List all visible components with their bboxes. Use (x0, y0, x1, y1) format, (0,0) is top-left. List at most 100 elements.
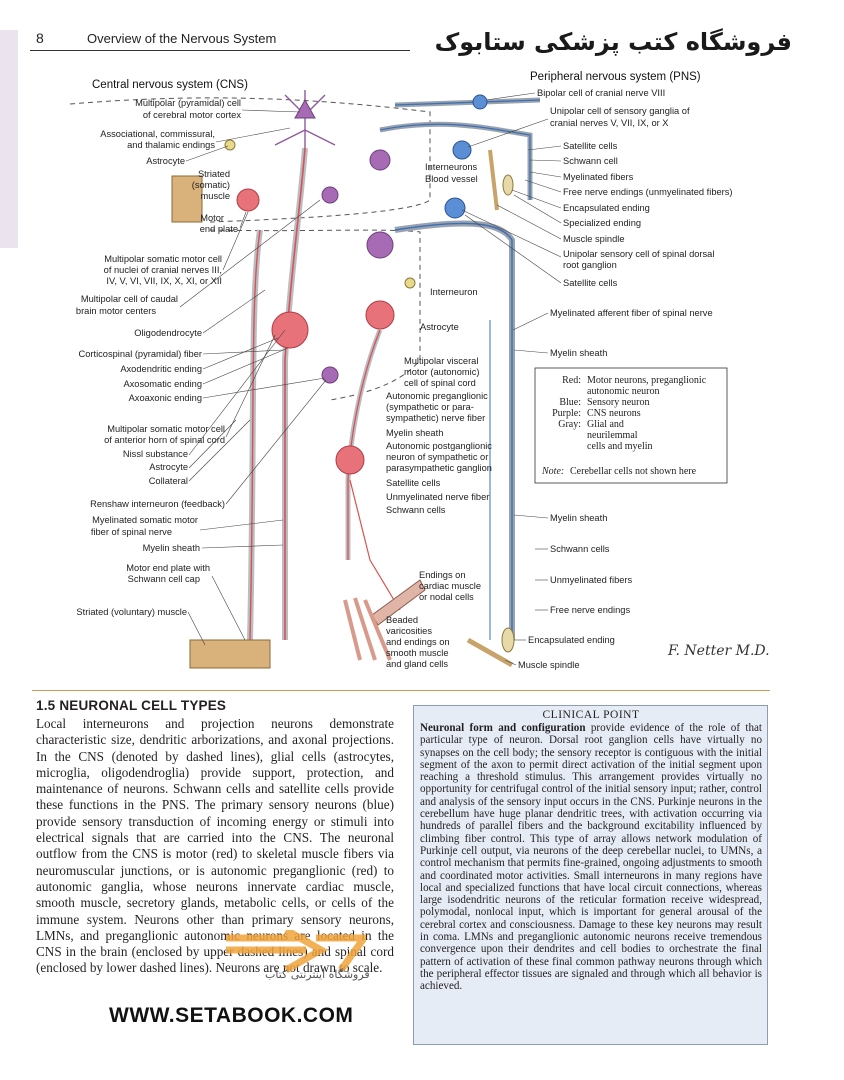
svg-text:Nissl substance: Nissl substance (123, 449, 188, 459)
left-labels: Multipolar (pyramidal) cell of cerebral … (76, 98, 241, 617)
svg-text:Astrocyte: Astrocyte (149, 462, 188, 472)
ganglion-cell (335, 445, 365, 475)
svg-text:Motor neurons, preganglionic: Motor neurons, preganglionic (587, 375, 707, 386)
left-leader-lines (179, 109, 327, 646)
svg-text:or nodal cells: or nodal cells (419, 592, 474, 602)
store-banner: فروشگاه کتب پزشکی ستابوک (434, 28, 792, 56)
chapter-side-tab (0, 30, 18, 248)
svg-text:root ganglion: root ganglion (563, 260, 617, 270)
brain-boundary (69, 97, 431, 223)
cns-title: Central nervous system (CNS) (92, 79, 248, 91)
running-header: Overview of the Nervous System (87, 31, 277, 46)
visceral-motor-cell (365, 300, 395, 330)
peripheral-spindle (488, 149, 499, 211)
svg-text:Multipolar somatic motor cell: Multipolar somatic motor cell (104, 254, 222, 264)
svg-text:Interneuron: Interneuron (430, 287, 478, 297)
svg-text:Encapsulated ending: Encapsulated ending (563, 203, 650, 213)
postganglionic-fiber (349, 479, 401, 611)
svg-text:Oligodendrocyte: Oligodendrocyte (134, 328, 202, 338)
right-leader-lines (461, 92, 562, 666)
svg-text:end plate: end plate (200, 224, 238, 234)
svg-text:Striated (voluntary) muscle: Striated (voluntary) muscle (76, 607, 187, 617)
interneuron-spinal (366, 231, 394, 259)
svg-text:Bipolar cell of cranial nerve: Bipolar cell of cranial nerve VIII (537, 88, 665, 98)
svg-text:Autonomic preganglionic: Autonomic preganglionic (386, 391, 488, 401)
svg-text:cranial nerves V, VII, IX, or: cranial nerves V, VII, IX, or X (550, 118, 669, 128)
svg-text:Collateral: Collateral (149, 476, 188, 486)
svg-text:Multipolar (pyramidal) cell: Multipolar (pyramidal) cell (135, 98, 241, 108)
svg-text:and gland cells: and gland cells (386, 659, 448, 669)
svg-text:cells and myelin: cells and myelin (587, 441, 653, 452)
svg-text:Myelinated somatic motor: Myelinated somatic motor (92, 515, 198, 525)
svg-text:of cerebral motor cortex: of cerebral motor cortex (143, 110, 242, 120)
svg-text:Myelin sheath: Myelin sheath (550, 513, 607, 523)
svg-text:Myelinated afferent fiber of s: Myelinated afferent fiber of spinal nerv… (550, 308, 713, 318)
muscle-spindle (466, 637, 514, 668)
clinical-point-title: CLINICAL POINT (542, 709, 640, 721)
svg-text:Astrocyte: Astrocyte (146, 156, 185, 166)
svg-text:Unmyelinated nerve fiber: Unmyelinated nerve fiber (386, 492, 489, 502)
svg-text:cell of spinal cord: cell of spinal cord (404, 378, 476, 388)
svg-text:Multipolar cell of caudal: Multipolar cell of caudal (81, 294, 178, 304)
svg-text:Autonomic postganglionic: Autonomic postganglionic (386, 441, 492, 451)
header-rule (30, 50, 410, 51)
svg-text:Myelin sheath: Myelin sheath (386, 428, 443, 438)
svg-text:Satellite cells: Satellite cells (386, 478, 441, 488)
svg-text:Multipolar somatic motor cell: Multipolar somatic motor cell (107, 424, 225, 434)
svg-text:(somatic): (somatic) (192, 180, 230, 190)
svg-text:Satellite cells: Satellite cells (563, 141, 618, 151)
svg-text:Schwann cells: Schwann cells (550, 544, 610, 554)
svg-text:Schwann cell cap: Schwann cell cap (128, 574, 200, 584)
mid-labels: Interneurons Blood vessel Interneuron As… (386, 162, 492, 669)
encapsulated-ending (501, 627, 515, 653)
svg-text:Blood vessel: Blood vessel (425, 174, 478, 184)
clinical-point-text: provide evidence of the role of that par… (420, 722, 762, 993)
svg-text:fiber of spinal nerve: fiber of spinal nerve (91, 527, 172, 537)
svg-text:Myelinated fibers: Myelinated fibers (563, 172, 634, 182)
svg-text:Renshaw interneuron (feedback): Renshaw interneuron (feedback) (90, 499, 225, 509)
svg-text:sympathetic) nerve fiber: sympathetic) nerve fiber (386, 413, 485, 423)
specialized-ending (502, 174, 514, 196)
svg-text:(sympathetic or para-: (sympathetic or para- (386, 402, 474, 412)
svg-text:Schwann cells: Schwann cells (386, 505, 446, 515)
svg-text:muscle: muscle (201, 191, 230, 201)
svg-text:Specialized ending: Specialized ending (563, 218, 641, 228)
watermark-url[interactable]: WWW.SETABOOK.COM (109, 1004, 354, 1027)
pyramidal-cell (274, 90, 336, 148)
svg-text:Myelin sheath: Myelin sheath (143, 543, 200, 553)
renshaw-cell (321, 366, 339, 384)
svg-text:smooth muscle: smooth muscle (386, 648, 449, 658)
svg-text:Free nerve endings: Free nerve endings (550, 605, 630, 615)
svg-text:Motor end plate with: Motor end plate with (126, 563, 210, 573)
setabook-logo-icon (226, 930, 366, 974)
svg-text:and thalamic endings: and thalamic endings (127, 140, 215, 150)
color-key: Red:Motor neurons, preganglionic autonom… (534, 367, 728, 484)
svg-text:cardiac muscle: cardiac muscle (419, 581, 481, 591)
svg-text:Beaded: Beaded (386, 615, 418, 625)
spinal-cord-boundary (209, 229, 421, 401)
right-labels: Bipolar cell of cranial nerve VIII Unipo… (518, 88, 733, 670)
clinical-point-box: CLINICAL POINT Neuronal form and configu… (413, 705, 768, 1045)
watermark-persian: فروشگاه اینترنتی کتاب (265, 968, 370, 981)
svg-text:Motor: Motor (200, 213, 224, 223)
svg-text:Gray:: Gray: (558, 419, 581, 430)
page-number: 8 (36, 30, 44, 46)
clinical-point-lead: Neuronal form and configuration (420, 722, 586, 734)
svg-text:of nuclei of cranial nerves II: of nuclei of cranial nerves III, (104, 265, 222, 275)
svg-text:CNS neurons: CNS neurons (587, 408, 641, 419)
striated-muscle-cranial (171, 175, 203, 223)
svg-text:Note:: Note: (541, 466, 564, 477)
astrocyte (224, 139, 236, 151)
svg-text:parasympathetic ganglion: parasympathetic ganglion (386, 463, 492, 473)
brain-neuron (321, 186, 339, 204)
svg-text:Encapsulated ending: Encapsulated ending (528, 635, 615, 645)
svg-text:motor (autonomic): motor (autonomic) (404, 367, 479, 377)
svg-text:Myelin sheath: Myelin sheath (550, 348, 607, 358)
svg-text:Axosomatic ending: Axosomatic ending (123, 379, 202, 389)
svg-text:IV, V, VI, VII, IX, X, XI, or: IV, V, VI, VII, IX, X, XI, or XII (106, 276, 222, 286)
svg-text:Interneurons: Interneurons (425, 162, 478, 172)
svg-text:Unipolar cell of sensory gangl: Unipolar cell of sensory ganglia of (550, 106, 690, 116)
astrocyte-2 (404, 277, 416, 289)
svg-text:Axoaxonic ending: Axoaxonic ending (129, 393, 202, 403)
svg-text:Purple:: Purple: (552, 408, 581, 419)
